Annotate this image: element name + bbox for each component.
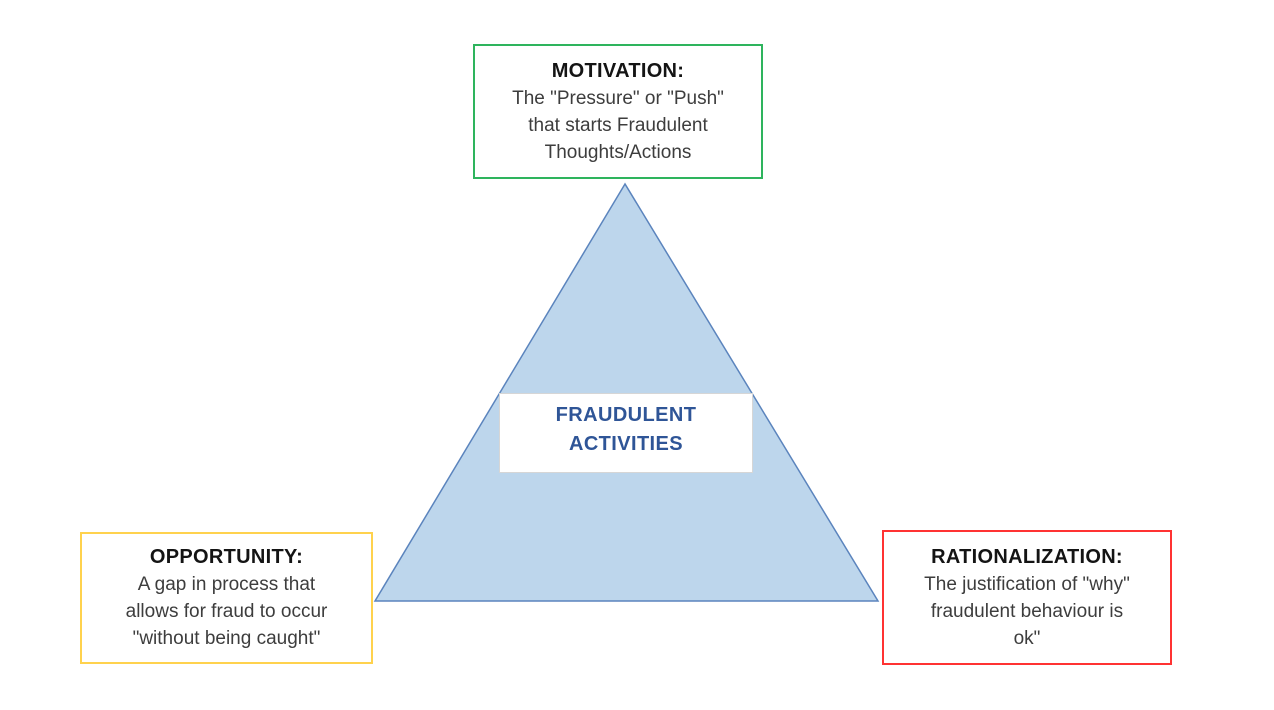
opportunity-line: "without being caught" [132, 628, 321, 649]
opportunity-box: OPPORTUNITY: A gap in process that allow… [80, 532, 373, 664]
motivation-line: The "Pressure" or "Push" [512, 87, 724, 109]
motivation-line: that starts Fraudulent [528, 114, 708, 136]
center-label-line1: FRAUDULENT [555, 404, 697, 426]
motivation-line: Thoughts/Actions [544, 141, 692, 163]
opportunity-line: allows for fraud to occur [125, 601, 328, 622]
rationalization-line: fraudulent behaviour is [930, 600, 1124, 622]
opportunity-heading: OPPORTUNITY: [149, 546, 304, 568]
center-label-box: FRAUDULENT ACTIVITIES [499, 393, 753, 473]
motivation-box: MOTIVATION: The "Pressure" or "Push" tha… [473, 44, 763, 179]
rationalization-box: RATIONALIZATION: The justification of "w… [882, 530, 1172, 665]
center-label-line2: ACTIVITIES [568, 433, 683, 455]
motivation-heading: MOTIVATION: [551, 59, 685, 82]
rationalization-line: ok" [1013, 627, 1041, 649]
rationalization-heading: RATIONALIZATION: [931, 545, 1123, 568]
rationalization-line: The justification of "why" [924, 573, 1130, 595]
opportunity-line: A gap in process that [137, 574, 316, 595]
triangle-shape [373, 182, 880, 602]
